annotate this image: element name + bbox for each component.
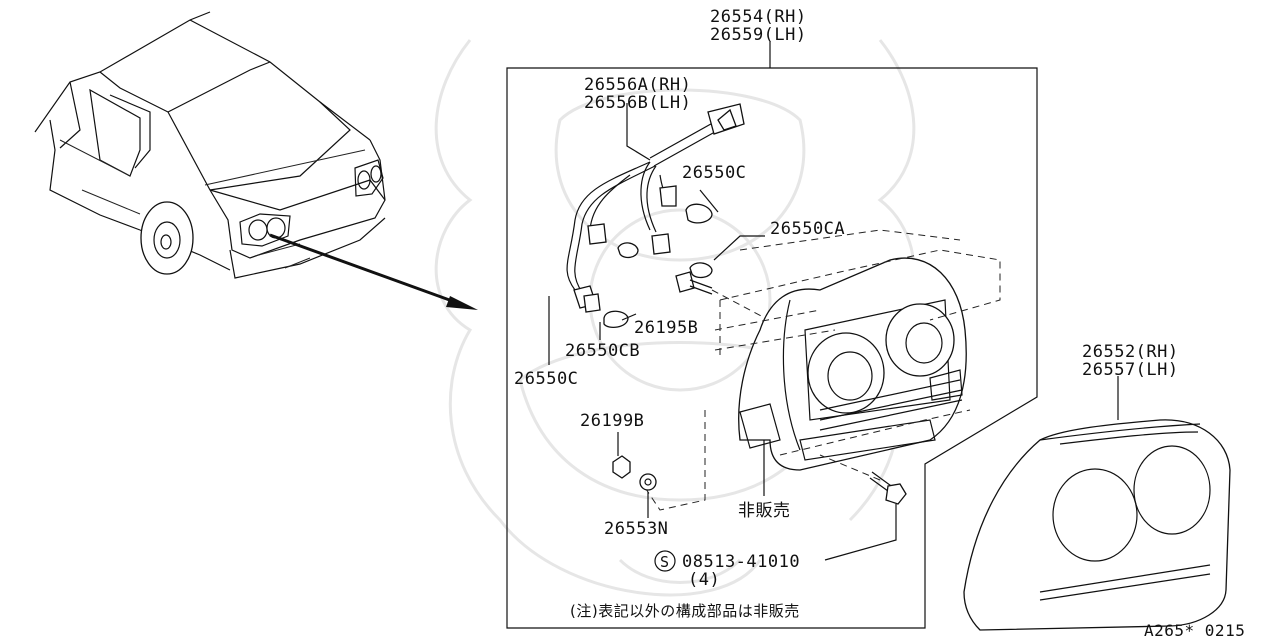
harness-label-lh: 26556B(LH) xyxy=(584,93,691,113)
standard-part-symbol: S xyxy=(660,553,669,571)
not-sold-label: 非販売 xyxy=(738,501,791,521)
pointer-arrow xyxy=(269,233,478,310)
assembly-frame xyxy=(506,67,1038,629)
diagram-code: A265* 0215 xyxy=(1144,621,1245,639)
watermark-emblem xyxy=(434,39,916,597)
bolt-part xyxy=(824,471,907,561)
footnote-text: (注)表記以外の構成部品は非販売 xyxy=(570,602,800,620)
lens-label-rh: 26552(RH) xyxy=(1082,342,1179,362)
socket-cb-label: 26550CB xyxy=(565,341,640,361)
wiring-harness xyxy=(566,103,745,313)
screw-label: 26195B xyxy=(634,318,698,338)
vehicle-illustration xyxy=(34,11,386,279)
nut-label: 26199B xyxy=(580,411,644,431)
leader-lines xyxy=(548,189,765,365)
screw-part xyxy=(675,271,766,319)
washer-label: 26553N xyxy=(604,519,668,539)
socket-label-lower: 26550C xyxy=(514,369,578,389)
bulbs xyxy=(603,203,713,329)
assembly-label-lh: 26559(LH) xyxy=(710,25,807,45)
harness-label-rh: 26556A(RH) xyxy=(584,75,691,95)
assembly-label-rh: 26554(RH) xyxy=(710,7,807,27)
bolt-callout: S 08513-41010 (4) xyxy=(654,550,800,590)
lamp-housing xyxy=(639,229,1001,511)
socket-ca-label: 26550CA xyxy=(770,219,845,239)
bolt-number-label: 08513-41010 xyxy=(682,552,800,572)
bolt-quantity-label: (4) xyxy=(688,570,720,590)
outer-lens xyxy=(963,376,1231,631)
lens-label-lh: 26557(LH) xyxy=(1082,360,1179,380)
socket-label-upper: 26550C xyxy=(682,163,746,183)
nut-and-washer xyxy=(612,432,657,518)
